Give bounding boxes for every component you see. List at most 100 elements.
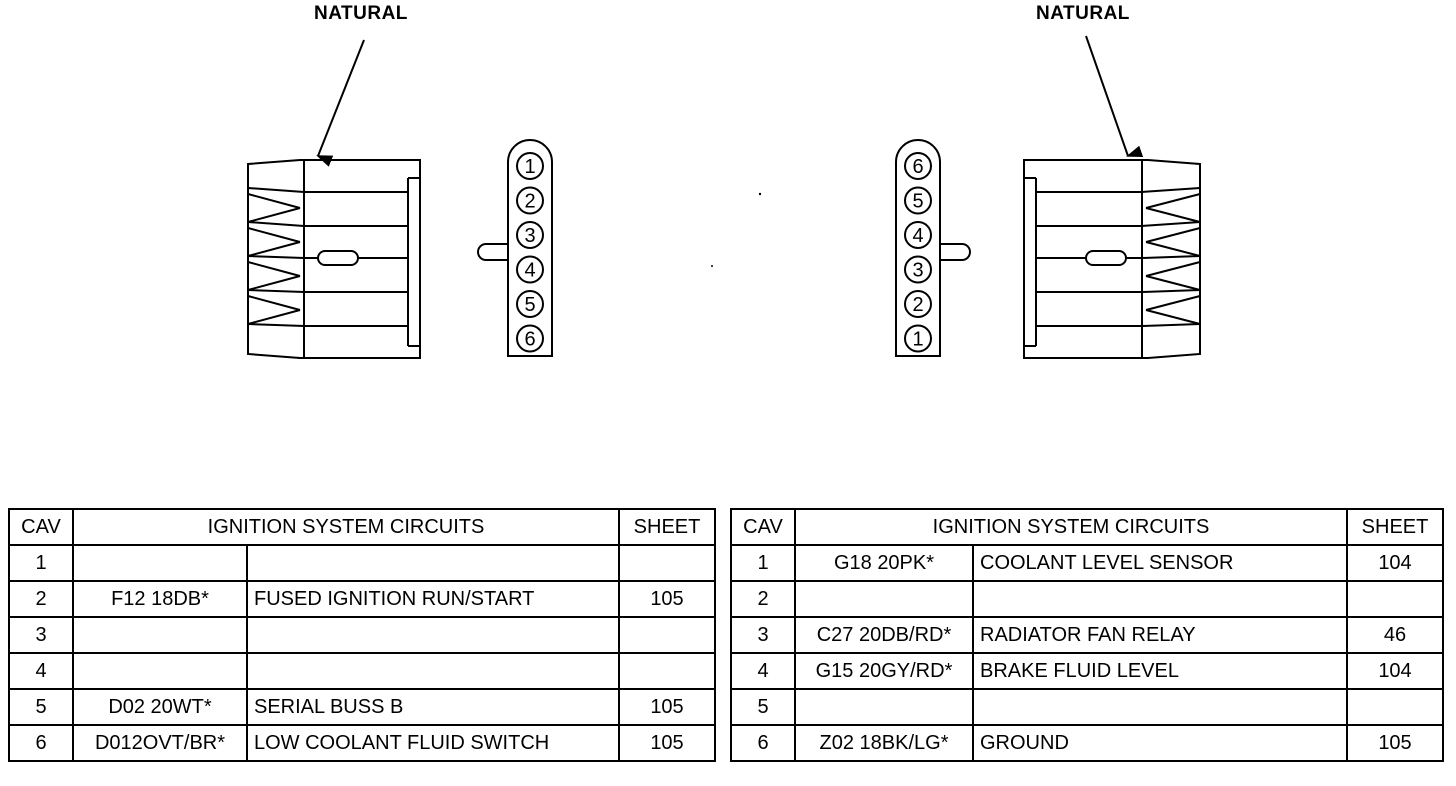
- description-cell: [972, 580, 1348, 618]
- sheet-cell: [618, 616, 716, 654]
- table-header-row: CAV IGNITION SYSTEM CIRCUITS SHEET: [730, 508, 1444, 546]
- table-row: 5: [730, 688, 1444, 726]
- pin-circle: [904, 290, 932, 318]
- wire-cell: Z02 18BK/LG*: [794, 724, 974, 762]
- cav-cell: 4: [8, 652, 74, 690]
- description-cell: [246, 544, 620, 582]
- pin-number: 1: [524, 156, 535, 178]
- table-header-row: CAV IGNITION SYSTEM CIRCUITS SHEET: [8, 508, 716, 546]
- description-cell: [246, 616, 620, 654]
- wire-cell: G15 20GY/RD*: [794, 652, 974, 690]
- description-cell: FUSED IGNITION RUN/START: [246, 580, 620, 618]
- pin-number: 4: [524, 260, 535, 282]
- sheet-cell: [618, 652, 716, 690]
- wire-cell: [72, 652, 248, 690]
- right-callout-label: NATURAL: [1036, 3, 1130, 24]
- pin-number: 5: [912, 191, 923, 213]
- wire-cell: [794, 580, 974, 618]
- pin-circle: [904, 186, 932, 215]
- pin-number: 3: [912, 260, 923, 282]
- cav-cell: 5: [730, 688, 796, 726]
- description-cell: SERIAL BUSS B: [246, 688, 620, 726]
- pin-circle: [516, 221, 544, 249]
- sheet-cell: [1346, 688, 1444, 726]
- pin-number: 3: [524, 225, 535, 247]
- cav-header: CAV: [730, 508, 796, 546]
- circuits-header: IGNITION SYSTEM CIRCUITS: [794, 508, 1348, 546]
- description-cell: COOLANT LEVEL SENSOR: [972, 544, 1348, 582]
- cav-cell: 6: [8, 724, 74, 762]
- pin-number: 5: [524, 294, 535, 316]
- circuits-header: IGNITION SYSTEM CIRCUITS: [72, 508, 620, 546]
- left-callout-arrow: [316, 39, 365, 167]
- cav-cell: 5: [8, 688, 74, 726]
- description-cell: [246, 652, 620, 690]
- sheet-cell: 105: [618, 688, 716, 726]
- sheet-cell: 46: [1346, 616, 1444, 654]
- pin-circle: [516, 290, 544, 318]
- pin-number: 6: [524, 329, 535, 351]
- pin-circle: [516, 186, 544, 215]
- cav-cell: 1: [8, 544, 74, 582]
- speck: [711, 265, 713, 267]
- cav-cell: 3: [8, 616, 74, 654]
- cav-cell: 2: [730, 580, 796, 618]
- pin-number: 1: [912, 329, 923, 351]
- left-connector-body: [247, 159, 421, 359]
- pin-circle: [904, 324, 932, 353]
- wire-cell: D02 20WT*: [72, 688, 248, 726]
- right-callout-arrow: [1085, 35, 1144, 158]
- cav-header: CAV: [8, 508, 74, 546]
- wire-cell: G18 20PK*: [794, 544, 974, 582]
- sheet-cell: 105: [1346, 724, 1444, 762]
- left-callout-label: NATURAL: [314, 3, 408, 24]
- wire-cell: D012OVT/BR*: [72, 724, 248, 762]
- wire-cell: F12 18DB*: [72, 580, 248, 618]
- sheet-cell: 105: [618, 580, 716, 618]
- pin-number: 2: [524, 191, 535, 213]
- description-cell: GROUND: [972, 724, 1348, 762]
- description-cell: RADIATOR FAN RELAY: [972, 616, 1348, 654]
- right-connector-body: [1023, 159, 1201, 359]
- cav-cell: 6: [730, 724, 796, 762]
- wire-cell: [794, 688, 974, 726]
- sheet-header: SHEET: [1346, 508, 1444, 546]
- cav-cell: 4: [730, 652, 796, 690]
- cav-cell: 2: [8, 580, 74, 618]
- table-row: 1: [8, 544, 716, 582]
- pin-number: 6: [912, 156, 923, 178]
- pin-circle: [904, 255, 932, 284]
- wire-cell: [72, 544, 248, 582]
- wire-cell: C27 20DB/RD*: [794, 616, 974, 654]
- sheet-cell: 105: [618, 724, 716, 762]
- sheet-header: SHEET: [618, 508, 716, 546]
- pin-number: 2: [912, 294, 923, 316]
- pin-circle: [516, 152, 544, 180]
- sheet-cell: [1346, 580, 1444, 618]
- sheet-cell: 104: [1346, 652, 1444, 690]
- pin-circle: [904, 221, 932, 249]
- speck: [758, 192, 762, 196]
- description-cell: LOW COOLANT FLUID SWITCH: [246, 724, 620, 762]
- table-row: 3: [8, 616, 716, 654]
- pin-circle: [516, 255, 544, 284]
- table-row: 2: [730, 580, 1444, 618]
- description-cell: BRAKE FLUID LEVEL: [972, 652, 1348, 690]
- pin-number: 4: [912, 225, 923, 247]
- cav-cell: 1: [730, 544, 796, 582]
- wire-cell: [72, 616, 248, 654]
- table-row: 4: [8, 652, 716, 690]
- sheet-cell: 104: [1346, 544, 1444, 582]
- pin-circle: [516, 324, 544, 353]
- pin-circle: [904, 152, 932, 180]
